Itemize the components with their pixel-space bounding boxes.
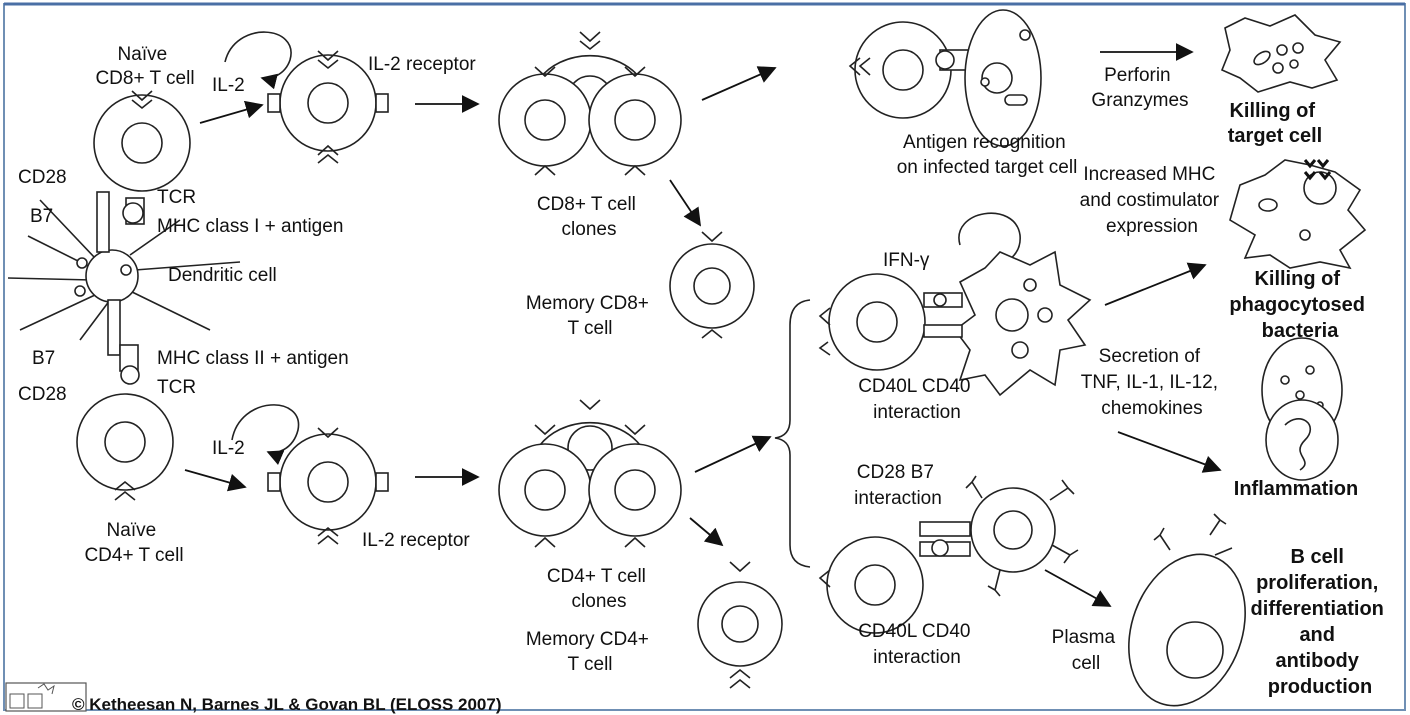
cd4-clones [499, 400, 681, 547]
label-memory-cd8: Memory CD8+ T cell [526, 293, 654, 339]
bracket [775, 300, 810, 567]
label-tcr-top: TCR [157, 187, 196, 208]
label-cd28-b7: CD28 B7 interaction [854, 462, 942, 509]
label-bcell: B cell proliferation, differentiation an… [1251, 546, 1390, 698]
label-cd28-top: CD28 [18, 167, 67, 188]
memory-cd8-cell [670, 232, 754, 338]
macrophage [820, 213, 1090, 395]
label-mhc2: MHC class II + antigen [157, 348, 349, 369]
label-il2-receptor-bottom: IL-2 receptor [362, 530, 470, 551]
label-il2-receptor-top: IL-2 receptor [368, 54, 476, 75]
label-cd40l-bottom: CD40L CD40 interaction [858, 621, 976, 668]
label-naive-cd4: Naïve CD4+ T cell [84, 520, 183, 566]
label-il2-bottom: IL-2 [212, 438, 245, 459]
label-antigen-recognition: Antigen recognition on infected target c… [897, 132, 1078, 178]
activated-cd4-cell [268, 428, 388, 544]
plasma-cell [1109, 514, 1266, 715]
label-dendritic: Dendritic cell [168, 265, 277, 286]
label-cd8-clones: CD8+ T cell clones [537, 194, 641, 240]
label-plasma: Plasma cell [1052, 627, 1121, 674]
label-increased-mhc: Increased MHC and costimulator expressio… [1080, 164, 1225, 237]
label-perforin: Perforin Granzymes [1091, 65, 1188, 111]
label-killing-phago: Killing of phagocytosed bacteria [1229, 268, 1370, 342]
label-inflammation: Inflammation [1234, 478, 1358, 500]
label-b7-bottom: B7 [32, 348, 55, 369]
label-b7-top: B7 [30, 206, 53, 227]
killed-target-cell [1222, 15, 1340, 92]
label-memory-cd4: Memory CD4+ T cell [526, 629, 654, 675]
memory-cd4-cell [698, 562, 782, 688]
ctl-target-interaction [850, 10, 1041, 146]
inflammatory-cells [1262, 338, 1342, 480]
label-il2-top: IL-2 [212, 75, 245, 96]
label-cd28-bottom: CD28 [18, 384, 67, 405]
label-cd40l-top: CD40L CD40 interaction [858, 376, 976, 423]
label-mhc1: MHC class I + antigen [157, 216, 343, 237]
copyright: © Ketheesan N, Barnes JL & Govan BL (ELO… [72, 695, 501, 714]
label-tcr-bottom: TCR [157, 377, 196, 398]
label-secretion: Secretion of TNF, IL-1, IL-12, chemokine… [1081, 346, 1224, 419]
il2-loop-top [225, 32, 291, 78]
cd8-clones [499, 32, 681, 175]
label-ifn: IFN-γ [883, 250, 930, 271]
label-naive-cd8: Naïve CD8+ T cell [95, 44, 194, 89]
label-killing-target: Killing of target cell [1228, 100, 1322, 147]
label-cd4-clones: CD4+ T cell clones [547, 566, 651, 612]
activated-macrophage [1230, 160, 1365, 268]
